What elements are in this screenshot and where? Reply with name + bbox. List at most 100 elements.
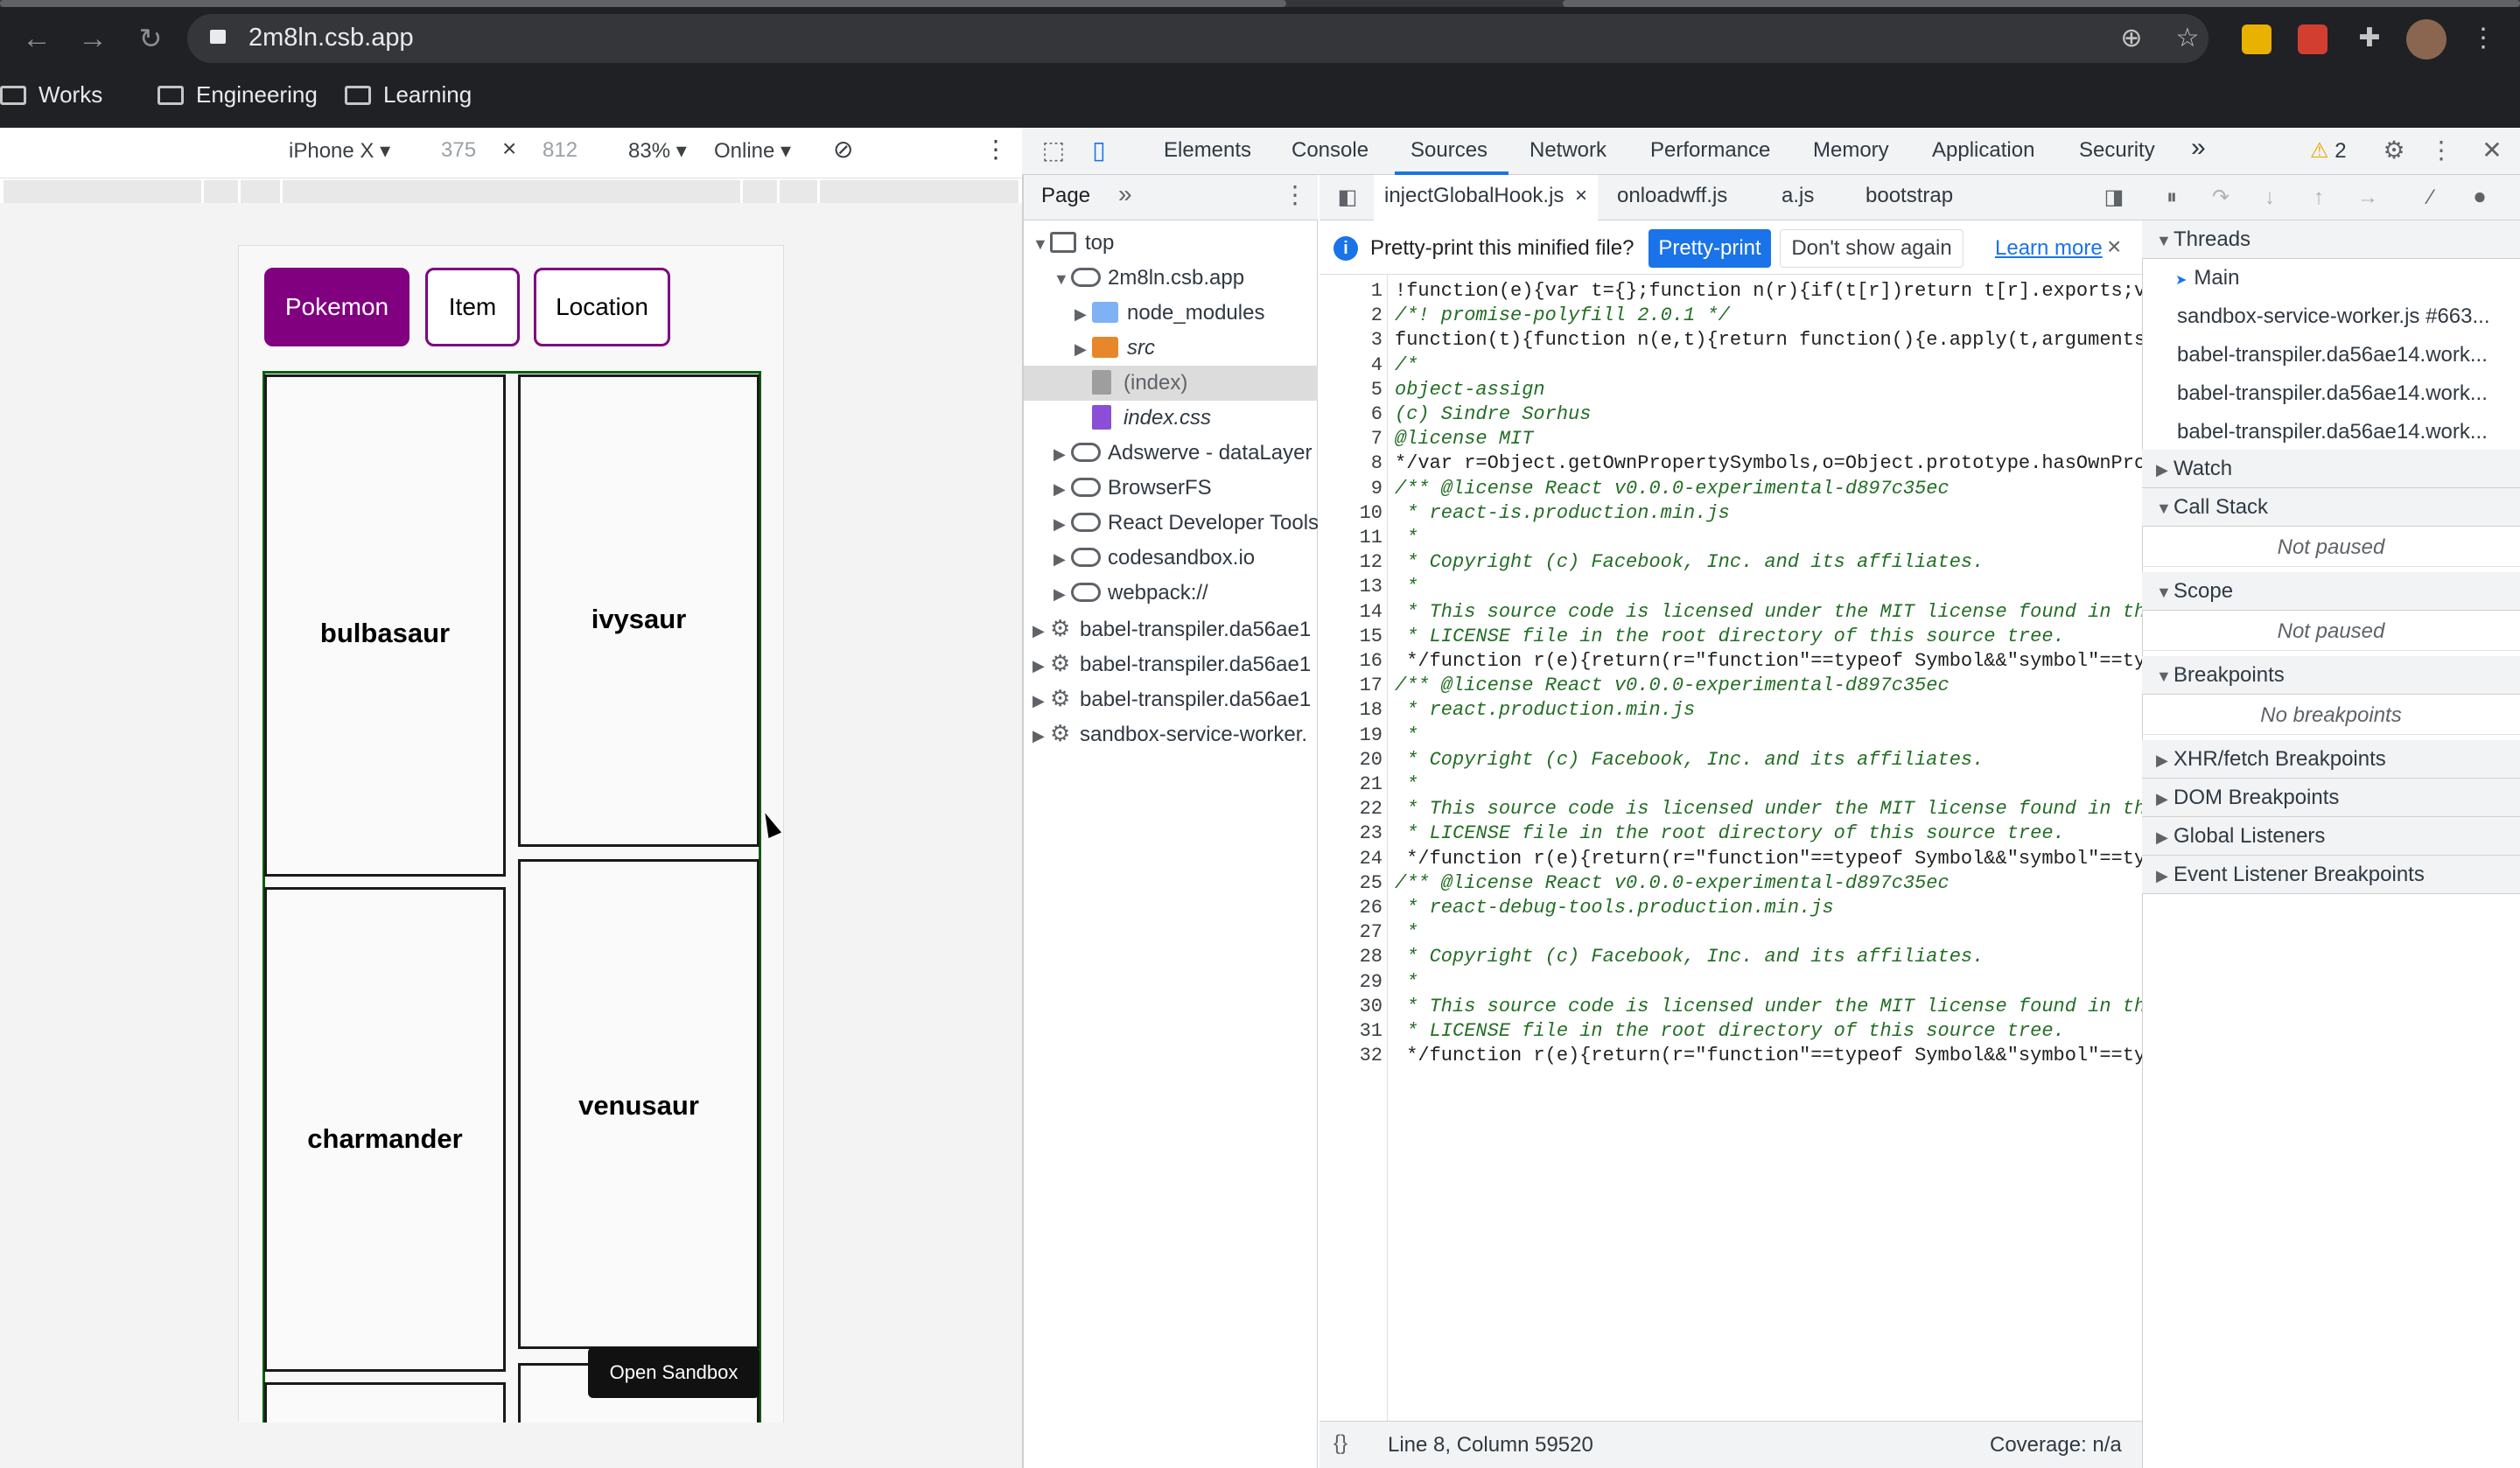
code-line[interactable]: * Copyright (c) Facebook, Inc. and its a… xyxy=(1395,946,1984,968)
back-icon[interactable]: ← xyxy=(22,22,52,55)
extensions-puzzle-icon[interactable]: ✚ xyxy=(2358,24,2381,52)
code-line[interactable]: * react-is.production.min.js xyxy=(1395,501,1730,524)
code-line[interactable]: object-assign xyxy=(1395,378,1545,401)
device-more-icon[interactable]: ⋮ xyxy=(984,136,1008,163)
navigator-item[interactable]: ▼top xyxy=(1024,226,1318,261)
code-line[interactable]: * xyxy=(1395,576,1418,598)
thread-item[interactable]: babel-transpiler.da56ae14.work... xyxy=(2177,420,2488,444)
inspect-element-icon[interactable]: ⬚ xyxy=(1041,136,1066,164)
step-out-icon[interactable]: ↑ xyxy=(2314,185,2324,209)
line-number[interactable]: 21 xyxy=(1359,773,1382,795)
line-number[interactable]: 18 xyxy=(1359,699,1382,722)
rotate-icon[interactable]: ⊘ xyxy=(833,136,854,163)
line-number[interactable]: 5 xyxy=(1370,378,1382,401)
install-icon[interactable]: ⊕ xyxy=(2120,24,2143,52)
code-line[interactable]: * react.production.min.js xyxy=(1395,699,1696,722)
device-toggle-icon[interactable]: ▯ xyxy=(1092,136,1106,164)
code-line[interactable]: !function(e){var t={};function n(r){if(t… xyxy=(1395,280,2142,302)
code-line[interactable]: * xyxy=(1395,527,1418,549)
watch-section-header[interactable]: ▶Watch xyxy=(2142,450,2520,488)
code-line[interactable]: * xyxy=(1395,921,1418,944)
editor-tab-active[interactable] xyxy=(1374,175,1598,220)
line-number[interactable]: 1 xyxy=(1370,280,1382,302)
toggle-debugger-icon[interactable]: ◨ xyxy=(2104,185,2124,209)
scope-section-header[interactable]: ▼Scope xyxy=(2142,572,2520,611)
editor-tab-ajs[interactable]: a.js xyxy=(1782,184,1815,207)
warnings-badge[interactable]: ⚠ 2 xyxy=(2310,139,2347,163)
line-number[interactable]: 20 xyxy=(1359,748,1382,771)
code-line[interactable]: @license MIT xyxy=(1395,428,1534,451)
pause-icon[interactable]: ⏸ xyxy=(2166,185,2177,209)
line-number[interactable]: 32 xyxy=(1359,1045,1382,1067)
breakpoints-section-header[interactable]: ▼Breakpoints xyxy=(2142,656,2520,695)
close-infobar-icon[interactable]: × xyxy=(2107,233,2122,260)
close-tab-icon[interactable]: × xyxy=(1575,184,1588,207)
line-number[interactable]: 6 xyxy=(1370,403,1382,425)
extension-icon[interactable] xyxy=(2298,24,2328,54)
line-number[interactable]: 9 xyxy=(1370,477,1382,500)
code-line[interactable]: */function r(e){return(r="function"==typ… xyxy=(1395,847,2142,870)
code-line[interactable]: * LICENSE file in the root directory of … xyxy=(1395,822,2065,845)
line-number[interactable]: 16 xyxy=(1359,650,1382,672)
pretty-print-button[interactable]: Pretty-print xyxy=(1648,229,1771,268)
network-select[interactable]: Online ▾ xyxy=(714,139,792,163)
pokemon-card[interactable]: venusaur xyxy=(518,859,760,1349)
dom-breakpoints-section-header[interactable]: ▶DOM Breakpoints xyxy=(2142,779,2520,817)
pretty-print-braces-icon[interactable]: {} xyxy=(1334,1431,1348,1455)
devtools-menu-icon[interactable]: ⋮ xyxy=(2429,136,2454,164)
code-line[interactable]: */function r(e){return(r="function"==typ… xyxy=(1395,650,2142,672)
tab-security[interactable]: Security xyxy=(2079,138,2155,162)
thread-item[interactable]: sandbox-service-worker.js #663... xyxy=(2177,304,2490,328)
navigator-item[interactable]: ▼2m8ln.csb.app xyxy=(1024,261,1318,296)
width-input[interactable]: 375 xyxy=(441,138,477,162)
line-number[interactable]: 26 xyxy=(1359,897,1382,919)
navigator-item[interactable]: ▶React Developer Tools xyxy=(1024,506,1318,541)
code-line[interactable]: (c) Sindre Sorhus xyxy=(1395,403,1592,425)
bookmark-star-icon[interactable]: ☆ xyxy=(2175,24,2200,52)
line-number[interactable]: 14 xyxy=(1359,600,1382,623)
navigator-item[interactable]: ▶Adswerve - dataLayer xyxy=(1024,436,1318,471)
navigator-item[interactable]: ▶⚙sandbox-service-worker. xyxy=(1024,716,1318,751)
learn-more-link[interactable]: Learn more xyxy=(1995,236,2103,260)
code-line[interactable]: * Copyright (c) Facebook, Inc. and its a… xyxy=(1395,551,1984,574)
line-number[interactable]: 7 xyxy=(1370,428,1382,451)
toggle-navigator-icon[interactable]: ◧ xyxy=(1337,185,1358,209)
code-line[interactable]: * xyxy=(1395,970,1418,993)
tab-sources[interactable]: Sources xyxy=(1410,138,1488,162)
url-text[interactable]: 2m8ln.csb.app xyxy=(248,24,414,52)
code-line[interactable]: * xyxy=(1395,724,1418,746)
code-line[interactable]: * LICENSE file in the root directory of … xyxy=(1395,1020,2065,1042)
navigator-item[interactable]: ▶webpack:// xyxy=(1024,576,1318,611)
threads-section-header[interactable]: ▼Threads xyxy=(2142,220,2520,259)
navigator-menu-icon[interactable]: ⋮ xyxy=(1283,181,1307,208)
device-select[interactable]: iPhone X ▾ xyxy=(289,139,391,163)
navigator-item[interactable]: ▶⚙babel-transpiler.da56ae1 xyxy=(1024,646,1318,681)
line-number[interactable]: 15 xyxy=(1359,625,1382,647)
editor-tab-injectglobalhook[interactable]: injectGlobalHook.js xyxy=(1384,184,1564,207)
pokemon-card[interactable]: ivysaur xyxy=(518,374,760,847)
step-icon[interactable]: → xyxy=(2357,185,2378,209)
thread-item[interactable]: babel-transpiler.da56ae14.work... xyxy=(2177,343,2488,367)
bookmark-learning[interactable]: Learning xyxy=(345,79,472,110)
navigator-item[interactable]: ▶⚙babel-transpiler.da56ae1 xyxy=(1024,611,1318,646)
code-line[interactable]: * xyxy=(1395,773,1418,795)
step-over-icon[interactable]: ↷ xyxy=(2211,185,2230,209)
reload-icon[interactable]: ↻ xyxy=(138,23,163,54)
line-number[interactable]: 12 xyxy=(1359,551,1382,574)
line-number[interactable]: 17 xyxy=(1359,675,1382,697)
navigator-item[interactable]: index.css xyxy=(1024,401,1318,436)
navigator-item[interactable]: ▶node_modules xyxy=(1024,296,1318,331)
tab-console[interactable]: Console xyxy=(1292,138,1369,162)
xhr-breakpoints-section-header[interactable]: ▶XHR/fetch Breakpoints xyxy=(2142,740,2520,779)
height-input[interactable]: 812 xyxy=(542,138,578,162)
tab-network[interactable]: Network xyxy=(1530,138,1607,162)
code-line[interactable]: * react-debug-tools.production.min.js xyxy=(1395,897,1834,919)
bookmark-engineering[interactable]: Engineering xyxy=(158,79,318,110)
thread-item[interactable]: ➤Main xyxy=(2175,266,2240,290)
code-line[interactable]: function(t){function n(e,t){return funct… xyxy=(1395,329,2142,352)
line-number[interactable]: 10 xyxy=(1359,501,1382,524)
global-listeners-section-header[interactable]: ▶Global Listeners xyxy=(2142,817,2520,856)
code-line[interactable]: /** @license React v0.0.0-experimental-d… xyxy=(1395,675,1950,697)
line-number[interactable]: 24 xyxy=(1359,847,1382,870)
code-line[interactable]: /** @license React v0.0.0-experimental-d… xyxy=(1395,871,1950,894)
